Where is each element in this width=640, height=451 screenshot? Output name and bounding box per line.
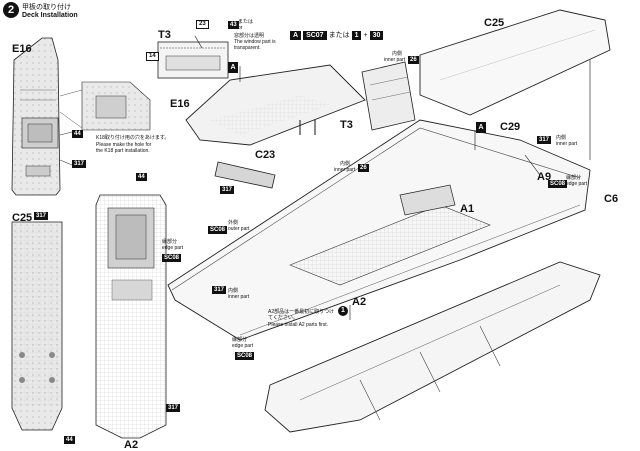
edge-note-jp: 縁部分 xyxy=(162,239,178,245)
superstructure-26 xyxy=(361,61,416,131)
k18-note-en: Please make the hole for the K18 part in… xyxy=(96,142,152,154)
label-c6: C6 xyxy=(604,193,619,205)
inner-note-jp: 内側 xyxy=(556,135,567,141)
step-title-en: Deck Installation xyxy=(22,12,78,19)
window-note-jp: 窓部分は透明 xyxy=(234,33,265,39)
paint-tag-sc08: SC08 xyxy=(548,180,568,188)
part-tag-44: 44 xyxy=(64,436,75,444)
deck-plan-c25 xyxy=(11,221,63,431)
label-e16-left: E16 xyxy=(12,43,32,55)
lower-hull-a2 xyxy=(264,261,601,433)
inner-note-en: inner part xyxy=(228,294,250,300)
part-tag-23: 23 xyxy=(196,20,209,30)
edge-note-jp: 縁部分 xyxy=(566,175,582,181)
a2-note-en: Please install A2 parts first. xyxy=(268,322,329,328)
inner-note-jp: 内側 xyxy=(392,51,403,57)
label-e16-mid: E16 xyxy=(170,98,190,110)
paint-tag-sc08: SC08 xyxy=(235,352,255,360)
paint-option-2: 30 xyxy=(369,30,384,40)
step-number-badge: 2 xyxy=(3,2,19,18)
label-c25-top: C25 xyxy=(484,17,505,29)
k18-detail-inset xyxy=(59,81,151,131)
part-tag-44: 44 xyxy=(136,173,147,181)
label-c29: C29 xyxy=(500,121,521,133)
label-c23: C23 xyxy=(255,149,276,161)
part-tag-317: 317 xyxy=(34,212,49,220)
part-tag-317: 317 xyxy=(220,186,235,194)
inner-note-jp: 内側 xyxy=(228,288,239,294)
label-c25-left: C25 xyxy=(12,212,33,224)
a2-note-jp: A2部品は一番最初に取りつけてください。 xyxy=(268,309,335,321)
inner-note-en: inner part xyxy=(334,167,356,173)
part-tag-14: 14 xyxy=(146,52,159,62)
window-or-en: or xyxy=(238,25,243,31)
k18-note-jp: K18取り付け用の穴をあけます。 xyxy=(96,135,170,141)
bridge-t3 xyxy=(157,41,229,79)
step-title-jp: 甲板の取り付け xyxy=(22,4,71,11)
deck-plan-a2 xyxy=(95,194,167,439)
window-or-jp: または xyxy=(238,19,254,25)
paint-code: SC07 xyxy=(303,30,327,40)
bulkhead-c23 xyxy=(214,161,276,189)
edge-note-en: edge part xyxy=(566,181,588,187)
label-t3-top: T3 xyxy=(158,29,171,41)
label-a2-left: A2 xyxy=(124,439,139,451)
paint-instruction-box: A SC07 または 1 + 30 xyxy=(290,30,384,40)
window-note-en: The window part is transparent. xyxy=(234,39,276,51)
part-tag-317: 317 xyxy=(212,286,227,294)
callout-lines xyxy=(194,35,591,320)
part-tag-26: 26 xyxy=(358,164,369,172)
part-tag-317: 317 xyxy=(72,160,87,168)
label-a1: A1 xyxy=(460,203,475,215)
part-tag-44: 44 xyxy=(72,130,83,138)
outer-note-jp: 外側 xyxy=(228,220,239,226)
label-a9: A9 xyxy=(537,171,552,183)
outer-note-en: outer part xyxy=(228,226,250,232)
paint-plus: + xyxy=(363,31,368,39)
main-deck-c25 xyxy=(419,9,611,116)
inner-note-en: inner part xyxy=(384,57,406,63)
edge-note-en: edge part xyxy=(232,343,254,349)
paint-or: または xyxy=(328,32,350,39)
marker-a: A xyxy=(476,122,486,133)
marker-step-1: 1 xyxy=(338,306,348,316)
paint-tag-sc08: SC08 xyxy=(162,254,182,262)
part-tag-317: 317 xyxy=(166,404,181,412)
deck-plan-e16 xyxy=(11,37,73,196)
part-tag-43: 43 xyxy=(228,21,239,29)
hull-sides xyxy=(167,119,591,341)
inner-note-en: inner part xyxy=(556,141,578,147)
edge-note-jp: 縁部分 xyxy=(232,337,248,343)
inner-hull-a1 xyxy=(399,184,456,216)
forward-deck-e16 xyxy=(185,64,366,146)
inner-note-jp: 内側 xyxy=(340,161,351,167)
label-t3-mid: T3 xyxy=(340,119,353,131)
part-tag-317: 317 xyxy=(537,136,552,144)
paint-option-1: 1 xyxy=(351,30,362,40)
part-tag-26: 26 xyxy=(408,56,419,64)
paint-letter: A xyxy=(290,30,302,40)
marker-a: A xyxy=(228,62,238,73)
label-a2-right: A2 xyxy=(352,296,367,308)
paint-tag-sc08: SC08 xyxy=(208,226,228,234)
edge-note-en: edge part xyxy=(162,245,184,251)
